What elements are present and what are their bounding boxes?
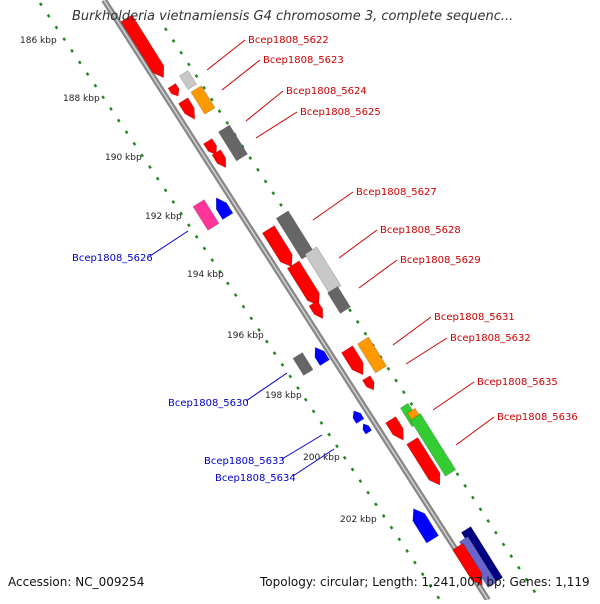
gene-label-forward: Bcep1808_5636 xyxy=(497,412,578,423)
gene-label-forward: Bcep1808_5631 xyxy=(434,312,515,323)
gene-label-reverse: Bcep1808_5630 xyxy=(168,398,249,409)
label-leader-line xyxy=(281,434,323,460)
gene-box-5623 xyxy=(190,85,216,115)
gene-arrow-5624 xyxy=(178,97,196,120)
gene-box-5623-small xyxy=(179,70,197,90)
scale-tick-label: 196 kbp xyxy=(227,331,264,341)
gene-label-forward: Bcep1808_5624 xyxy=(286,86,367,97)
gene-box-5626-magenta xyxy=(192,199,220,231)
gene-arrow-small-5 xyxy=(362,375,375,391)
gene-label-forward: Bcep1808_5628 xyxy=(380,225,461,236)
label-leader-line xyxy=(206,39,246,71)
label-leader-line xyxy=(312,191,354,221)
gene-arrow-5635 xyxy=(385,416,404,441)
scale-tick-label: 194 kbp xyxy=(187,270,224,280)
gene-arrow-5626 xyxy=(215,197,234,220)
label-leader-line xyxy=(149,230,189,257)
scale-dotted-line-right xyxy=(163,27,542,601)
gene-label-forward: Bcep1808_5635 xyxy=(477,377,558,388)
scale-tick-label: 198 kbp xyxy=(265,391,302,401)
gene-arrow-small-4 xyxy=(308,300,324,320)
gene-arrow-5631 xyxy=(341,345,364,376)
gene-arrow-5630 xyxy=(314,346,330,366)
scale-tick-label: 188 kbp xyxy=(63,94,100,104)
gene-arrow-5636 xyxy=(406,437,441,486)
gene-arrow-small-2 xyxy=(203,138,218,156)
gene-arrow-5628 xyxy=(261,225,293,268)
scale-tick-label: 192 kbp xyxy=(145,212,182,222)
gene-label-reverse: Bcep1808_5633 xyxy=(204,456,285,467)
gene-arrow-5633 xyxy=(352,410,365,424)
label-leader-line xyxy=(392,316,432,346)
accession-label: Accession: NC_009254 xyxy=(8,575,145,589)
label-leader-line xyxy=(432,381,475,411)
backbone-highlight xyxy=(103,0,489,601)
gene-label-forward: Bcep1808_5627 xyxy=(356,187,437,198)
map-title: Burkholderia vietnamiensis G4 chromosome… xyxy=(72,9,514,24)
gene-arrow-5629 xyxy=(286,260,320,306)
gene-arrow-bottom xyxy=(452,542,483,586)
gene-label-forward: Bcep1808_5625 xyxy=(300,107,381,118)
gene-box-5636 xyxy=(409,413,457,477)
gene-arrow-bottom-blue xyxy=(412,508,439,544)
scale-tick-label: 200 kbp xyxy=(303,453,340,463)
gene-box-5630 xyxy=(292,352,314,376)
label-leader-line xyxy=(338,229,378,259)
scale-tick-label: 190 kbp xyxy=(105,153,142,163)
scale-dotted-line-left xyxy=(38,2,442,601)
gene-arrow-small-3 xyxy=(211,149,227,169)
gene-box-5628 xyxy=(304,246,342,294)
label-leader-line xyxy=(221,59,261,91)
label-leader-line xyxy=(405,337,448,365)
gene-label-reverse: Bcep1808_5626 xyxy=(72,253,153,264)
label-leader-line xyxy=(245,90,284,122)
scale-tick-label: 186 kbp xyxy=(20,36,57,46)
gene-label-reverse: Bcep1808_5634 xyxy=(215,473,296,484)
label-leader-line xyxy=(358,259,398,289)
label-leader-line xyxy=(292,448,335,477)
gene-arrow-5622 xyxy=(120,14,165,79)
gene-box-5625 xyxy=(218,124,248,162)
gene-box-5629 xyxy=(327,286,351,314)
label-leader-line xyxy=(255,111,298,139)
scale-tick-label: 202 kbp xyxy=(340,515,377,525)
label-leader-line xyxy=(455,416,495,446)
gene-label-forward: Bcep1808_5632 xyxy=(450,333,531,344)
gene-arrow-5634 xyxy=(362,423,373,435)
label-leader-line xyxy=(245,372,288,402)
gene-label-forward: Bcep1808_5629 xyxy=(400,255,481,266)
gene-box-5631 xyxy=(357,336,387,374)
gene-label-forward: Bcep1808_5622 xyxy=(248,35,329,46)
gene-label-forward: Bcep1808_5623 xyxy=(263,55,344,66)
topology-label: Topology: circular; Length: 1,241,007 bp… xyxy=(260,575,590,589)
gene-arrow-small-1 xyxy=(167,83,180,97)
